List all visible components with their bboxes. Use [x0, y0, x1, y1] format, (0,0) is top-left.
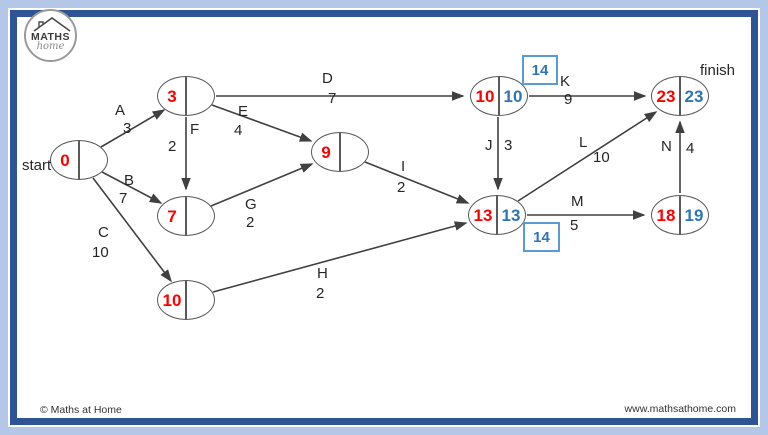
edge-label-G: G	[245, 196, 257, 213]
node-10-10-late: 10	[503, 86, 523, 106]
edge-duration-D: 7	[328, 90, 337, 107]
node-13-13-early: 13	[473, 205, 493, 225]
node-divider	[78, 141, 80, 179]
edge-duration-B: 7	[119, 190, 128, 207]
edge-duration-H: 2	[316, 285, 325, 302]
edge-line-C	[92, 177, 172, 283]
node-13-13-late: 13	[501, 205, 521, 225]
edge-duration-J: 3	[504, 137, 513, 154]
node-18-19-early: 18	[656, 205, 676, 225]
edge-label-C: C	[98, 224, 109, 241]
edge-line-E	[211, 104, 313, 142]
edge-duration-L: 10	[593, 149, 610, 166]
edge-duration-K: 9	[564, 91, 573, 108]
node-divider	[185, 281, 187, 319]
edge-duration-M: 5	[570, 217, 579, 234]
edge-duration-C: 10	[92, 244, 109, 261]
node-start: 0	[50, 140, 108, 180]
node-10: 10	[157, 280, 215, 320]
node-23-23-late: 23	[684, 86, 704, 106]
node-7: 7	[157, 196, 215, 236]
node-divider	[185, 77, 187, 115]
edge-line-G	[210, 163, 314, 207]
node-divider	[498, 77, 500, 115]
edge-duration-F: 2	[168, 138, 177, 155]
logo-text-maths: MATHS	[30, 31, 71, 43]
edge-label-D: D	[322, 70, 333, 87]
edge-label-I: I	[401, 158, 406, 175]
node-23-23-early: 23	[656, 86, 676, 106]
edge-label-F: F	[190, 121, 200, 138]
node-3: 3	[157, 76, 215, 116]
copyright-text: © Maths at Home	[40, 404, 122, 416]
edge-duration-E: 4	[234, 122, 243, 139]
edge-line-L	[517, 111, 658, 202]
edge-label-L: L	[579, 134, 588, 151]
finish-label: finish	[700, 62, 736, 79]
edge-duration-N: 4	[686, 140, 695, 157]
edge-label-E: E	[238, 103, 249, 120]
node-10-early: 10	[162, 290, 182, 310]
node-divider	[339, 133, 341, 171]
node-9: 9	[311, 132, 369, 172]
edge-label-J: J	[485, 137, 493, 154]
maths-at-home-logo: MATHS home	[24, 9, 77, 62]
edge-label-K: K	[560, 73, 571, 90]
edge-label-B: B	[124, 172, 135, 189]
node-7-early: 7	[167, 206, 177, 226]
edge-label-H: H	[317, 265, 328, 282]
edge-duration-G: 2	[246, 214, 255, 231]
edge-line-A	[100, 109, 166, 148]
content-area	[17, 17, 751, 418]
edge-line-B	[101, 171, 163, 204]
edge-line-I	[364, 161, 470, 204]
edge-line-H	[212, 221, 468, 293]
website-url: www.mathsathome.com	[624, 403, 736, 415]
node-start-early: 0	[60, 150, 70, 170]
float-box-value: 14	[531, 61, 549, 79]
logo-roof-icon	[33, 17, 71, 32]
node-18-19-late: 19	[684, 205, 704, 225]
node-divider	[679, 77, 681, 115]
node-10-10: 10 10	[470, 76, 528, 116]
start-label: start	[22, 157, 52, 174]
node-13-13: 13 13	[468, 195, 526, 235]
logo-text-home: home	[36, 41, 65, 52]
edge-duration-I: 2	[397, 179, 406, 196]
node-9-early: 9	[321, 142, 331, 162]
node-23-23: 23 23	[651, 76, 709, 116]
float-box-10-10: 14	[522, 55, 558, 85]
edge-duration-A: 3	[123, 120, 132, 137]
node-3-early: 3	[167, 86, 177, 106]
edge-label-A: A	[115, 102, 126, 119]
float-box-value: 14	[533, 228, 550, 246]
edge-label-M: M	[571, 193, 584, 210]
node-10-10-early: 10	[475, 86, 495, 106]
node-divider	[185, 197, 187, 235]
node-divider	[679, 196, 681, 234]
node-divider	[496, 196, 498, 234]
float-box-13-13: 14	[523, 222, 560, 252]
edge-label-N: N	[661, 138, 672, 155]
